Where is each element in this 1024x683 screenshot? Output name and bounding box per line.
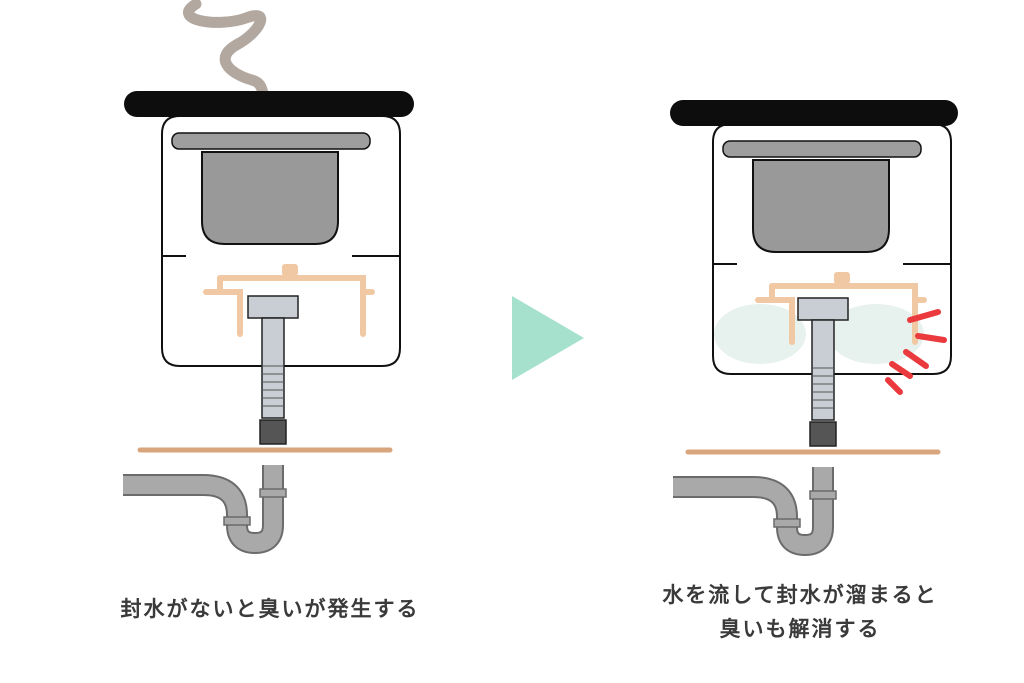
- caption-right-line1: 水を流して封水が溜まると: [662, 583, 938, 607]
- alert-burst-icon: [885, 309, 947, 395]
- seal-water-left: [714, 304, 806, 364]
- caption-right-line2: 臭いも解消する: [719, 617, 881, 641]
- sink-rim: [124, 91, 414, 117]
- smell-wave-icon: [183, 0, 274, 108]
- seal-water-right: [828, 304, 924, 364]
- caption-right: 水を流して封水が溜まると 臭いも解消する: [600, 578, 1000, 646]
- sink-rim: [670, 100, 958, 126]
- caption-left: 封水がないと臭いが発生する: [120, 597, 420, 621]
- left-drain-unit: [123, 0, 414, 543]
- next-arrow-icon: [512, 296, 584, 380]
- right-drain-unit: [670, 100, 958, 545]
